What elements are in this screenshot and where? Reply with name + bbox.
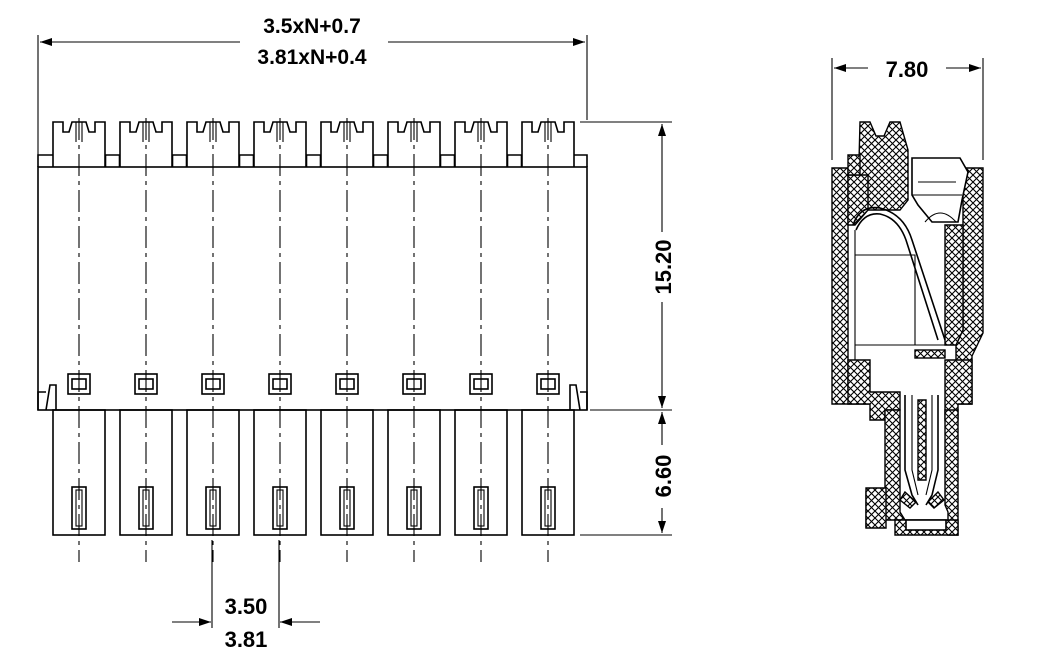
pin-units (37, 118, 588, 562)
width-dim-label-1: 3.5xN+0.7 (263, 15, 361, 38)
housing-ledge (37, 391, 588, 410)
pitch-label-2: 3.81 (225, 627, 268, 652)
right-latch (569, 384, 581, 411)
unit-notch (506, 154, 523, 167)
release-button (911, 157, 969, 223)
contact-tab (914, 349, 946, 359)
pin-fork-tip-left (899, 490, 918, 509)
pin-slot (905, 519, 947, 531)
left-latch (45, 384, 57, 411)
pin-fork (904, 395, 939, 506)
front-view: 3.5xN+0.7 3.81xN+0.4 15.20 6.60 3.50 3.8… (37, 15, 676, 652)
spring-clamp-inner (855, 213, 939, 341)
housing-body (37, 166, 588, 411)
upper-left-block (847, 154, 861, 176)
spring-clamp (852, 206, 946, 341)
depth-dim-label: 7.80 (886, 57, 929, 82)
unit-notch (238, 154, 255, 167)
pin-foot (865, 487, 887, 529)
pin-fork-tip-right (927, 490, 945, 509)
contact-block-left (847, 174, 869, 226)
unit-notch (372, 154, 389, 167)
button-dome (924, 212, 957, 223)
unit-notch (171, 154, 188, 167)
wire-channel (855, 254, 945, 346)
pin-fork-inner (911, 395, 933, 496)
unit-notch (104, 154, 121, 167)
pin-housing-right (944, 409, 959, 536)
pin-length-label: 6.60 (651, 455, 676, 498)
right-top-ledge (574, 154, 588, 167)
unit-notch (305, 154, 322, 167)
height-dim-label: 15.20 (651, 239, 676, 294)
pin-center-strip (917, 399, 927, 481)
unit-notch (439, 154, 456, 167)
width-dim-label-2: 3.81xN+0.4 (257, 46, 366, 69)
pitch-label-1: 3.50 (225, 594, 268, 619)
side-view: 7.80 (831, 57, 984, 536)
right-inner-column (944, 224, 964, 346)
left-top-ledge (37, 154, 53, 167)
